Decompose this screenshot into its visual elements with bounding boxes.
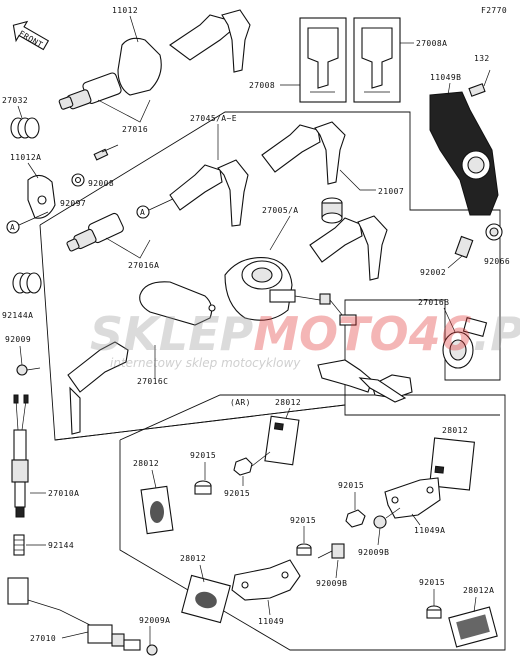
callout-a-mid-text: A	[140, 208, 145, 217]
bolt-92009b-mid	[317, 543, 345, 559]
grommet-92066	[485, 223, 503, 241]
watermark-brand-2: MOTO	[253, 307, 408, 361]
label-11012: 11012	[112, 6, 138, 15]
switch-27010	[7, 577, 141, 651]
reflector-28012-left	[140, 485, 174, 535]
label-92009: 92009	[5, 335, 31, 344]
spring-27032	[10, 117, 40, 139]
label-27010: 27010	[30, 634, 56, 643]
figure-code: F2770	[481, 6, 507, 15]
key-blank-27008a	[353, 17, 401, 103]
keys-27016b	[317, 359, 413, 403]
bolt-92009b-right	[373, 507, 401, 529]
callout-a-left	[6, 220, 20, 234]
reflector-28012-bottom	[181, 574, 231, 624]
label-92015-b: 92015	[224, 489, 250, 498]
label-28012-bottom: 28012	[180, 554, 206, 563]
ignition-plug-21007	[321, 197, 343, 224]
watermark-brand-3: 46	[408, 307, 473, 361]
label-27005: 27005/A	[262, 206, 299, 215]
ignition-switch-body	[224, 257, 357, 326]
bracket-11049b	[429, 91, 499, 216]
label-92015-a: 92015	[190, 451, 216, 460]
front-arrow: FRONT	[12, 20, 50, 51]
label-92008: 92008	[88, 179, 114, 188]
label-92015-e: 92015	[419, 578, 445, 587]
label-92009b-right: 92009B	[358, 548, 389, 557]
label-27016c: 27016C	[137, 377, 168, 386]
reflector-28012a	[448, 606, 498, 648]
bracket-11049	[231, 559, 301, 601]
label-27016: 27016	[122, 125, 148, 134]
label-92097: 92097	[60, 199, 86, 208]
reflector-28012-right	[428, 437, 476, 491]
switch-27010a	[11, 394, 29, 518]
label-28012-top: 28012	[275, 398, 301, 407]
label-11049a: 11049A	[414, 526, 445, 535]
nut-92015-b	[233, 457, 253, 476]
bracket-11049a	[384, 477, 441, 519]
spring-92144	[13, 534, 25, 556]
label-92066: 92066	[484, 257, 510, 266]
nut-92015-e	[426, 605, 442, 619]
plate-11012a	[27, 174, 56, 219]
ar-frame	[119, 394, 506, 651]
label-11049b: 11049B	[430, 73, 461, 82]
watermark: SKLEPMOTO46.PL internetowy sklep motocyk…	[90, 307, 520, 370]
screw-92009	[16, 364, 41, 376]
bolt-132	[468, 69, 491, 97]
lock-27016b	[442, 316, 488, 369]
watermark-tagline: internetowy sklep motocyklowy	[110, 356, 301, 370]
label-21007: 21007	[378, 187, 404, 196]
svg-text:SKLEPMOTO46.PL: SKLEPMOTO46.PL	[90, 307, 520, 361]
label-27016a: 27016A	[128, 261, 159, 270]
key-27005	[309, 215, 388, 281]
spring-92144a	[12, 272, 42, 294]
label-132: 132	[474, 54, 490, 63]
nut-92015-c	[345, 509, 366, 528]
label-92009b-mid: 92009B	[316, 579, 347, 588]
label-27032: 27032	[2, 96, 28, 105]
screw-92008	[93, 144, 119, 161]
label-28012-left: 28012	[133, 459, 159, 468]
label-11049: 11049	[258, 617, 284, 626]
label-92002: 92002	[420, 268, 446, 277]
key-21007-a	[261, 121, 346, 185]
screw-92009a	[146, 644, 158, 656]
label-92015-d: 92015	[290, 516, 316, 525]
label-27045: 27045/A~E	[190, 114, 237, 123]
label-27008a: 27008A	[416, 39, 447, 48]
watermark-brand-1: SKLEP	[90, 307, 254, 361]
key-blank-27008	[299, 17, 347, 103]
label-92144a: 92144A	[2, 311, 33, 320]
label-92009a: 92009A	[139, 616, 170, 625]
switch-cover-27016c	[139, 281, 216, 326]
nut-92015-d	[296, 543, 312, 556]
label-92015-c: 92015	[338, 481, 364, 490]
label-11012a: 11012A	[10, 153, 41, 162]
callout-a-left-text: A	[10, 223, 15, 232]
key-27016c	[67, 341, 129, 435]
key-27045	[169, 159, 249, 227]
callout-a-mid	[136, 205, 150, 219]
watermark-brand-4: .PL	[473, 307, 520, 361]
label-27010a: 27010A	[48, 489, 79, 498]
lock-cylinder-27016a	[66, 212, 124, 252]
label-28012-right: 28012	[442, 426, 468, 435]
key-top	[169, 9, 251, 73]
label-27008: 27008	[249, 81, 275, 90]
reflector-28012-top	[264, 415, 300, 466]
label-28012a: 28012A	[463, 586, 494, 595]
nut-92015-a	[194, 480, 212, 495]
section-label: (AR)	[230, 398, 251, 407]
label-92144: 92144	[48, 541, 74, 550]
label-27016b: 27016B	[418, 298, 449, 307]
ignition-switch-top	[58, 37, 162, 110]
main-frame-bottom	[54, 404, 500, 441]
screw-92002	[454, 235, 474, 259]
